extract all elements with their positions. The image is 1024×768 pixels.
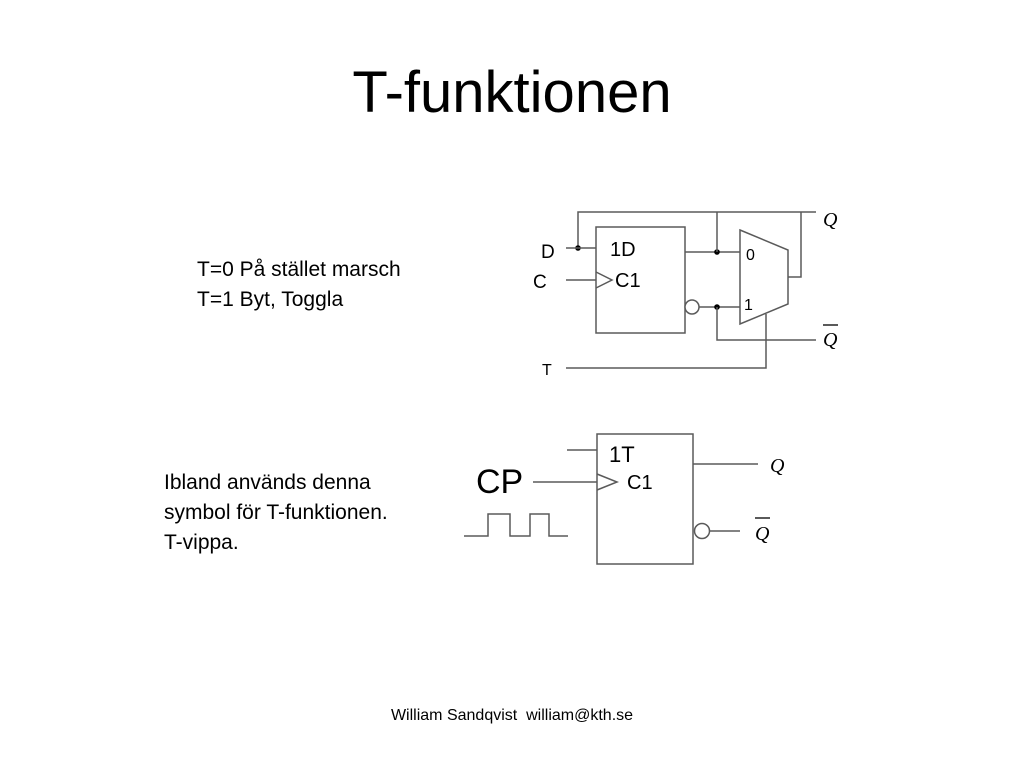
qbar-output-wire (716, 307, 816, 341)
input-label-d: D (541, 242, 555, 263)
output-label-q-2: Q (770, 455, 785, 477)
ff-label-c1: C1 (615, 270, 641, 292)
t-select-wire (566, 314, 767, 369)
ff-label-1t: 1T (609, 442, 635, 467)
clock-triangle-icon-2 (596, 473, 620, 491)
footer-credit: William Sandqvist william@kth.se (390, 707, 634, 724)
feedback-wire-q (577, 211, 816, 248)
output-label-qbar-2: Q (755, 523, 770, 545)
description-line-t0: T=0 På stället marsch (197, 258, 401, 281)
description-line-t1: T=1 Byt, Toggla (197, 288, 344, 311)
clock-label-cp: CP (476, 463, 523, 501)
mux-label-1: 1 (744, 297, 753, 314)
clock-triangle-icon (595, 271, 614, 289)
ff-label-1d: 1D (610, 239, 636, 261)
t-flipflop-box (596, 433, 694, 565)
note-line-3: T-vippa. (164, 531, 239, 554)
t-flipflop-symbol: 1T C1 CP Q Q (464, 433, 785, 565)
input-label-c: C (533, 272, 547, 293)
multiplexer (739, 228, 789, 326)
description-text: T=0 På stället marsch T=1 Byt, Toggla (197, 255, 401, 315)
ff2-label-c1: C1 (627, 472, 653, 494)
input-label-t: T (542, 362, 552, 379)
note-line-2: symbol för T-funktionen. (164, 501, 388, 524)
output-label-q: Q (823, 209, 838, 231)
slide-title: T-funktionen (352, 60, 672, 125)
clock-pulse-waveform (464, 513, 568, 537)
mux-label-0: 0 (746, 247, 755, 264)
inversion-bubble (684, 299, 700, 315)
t-function-circuit: 1D C1 0 1 D C T Q Q (533, 209, 838, 379)
note-text: Ibland används denna symbol för T-funkti… (164, 468, 388, 558)
mux-output-wire (788, 212, 802, 278)
note-line-1: Ibland används denna (164, 471, 371, 494)
output-label-qbar: Q (823, 329, 838, 351)
inversion-bubble-2 (693, 522, 711, 540)
